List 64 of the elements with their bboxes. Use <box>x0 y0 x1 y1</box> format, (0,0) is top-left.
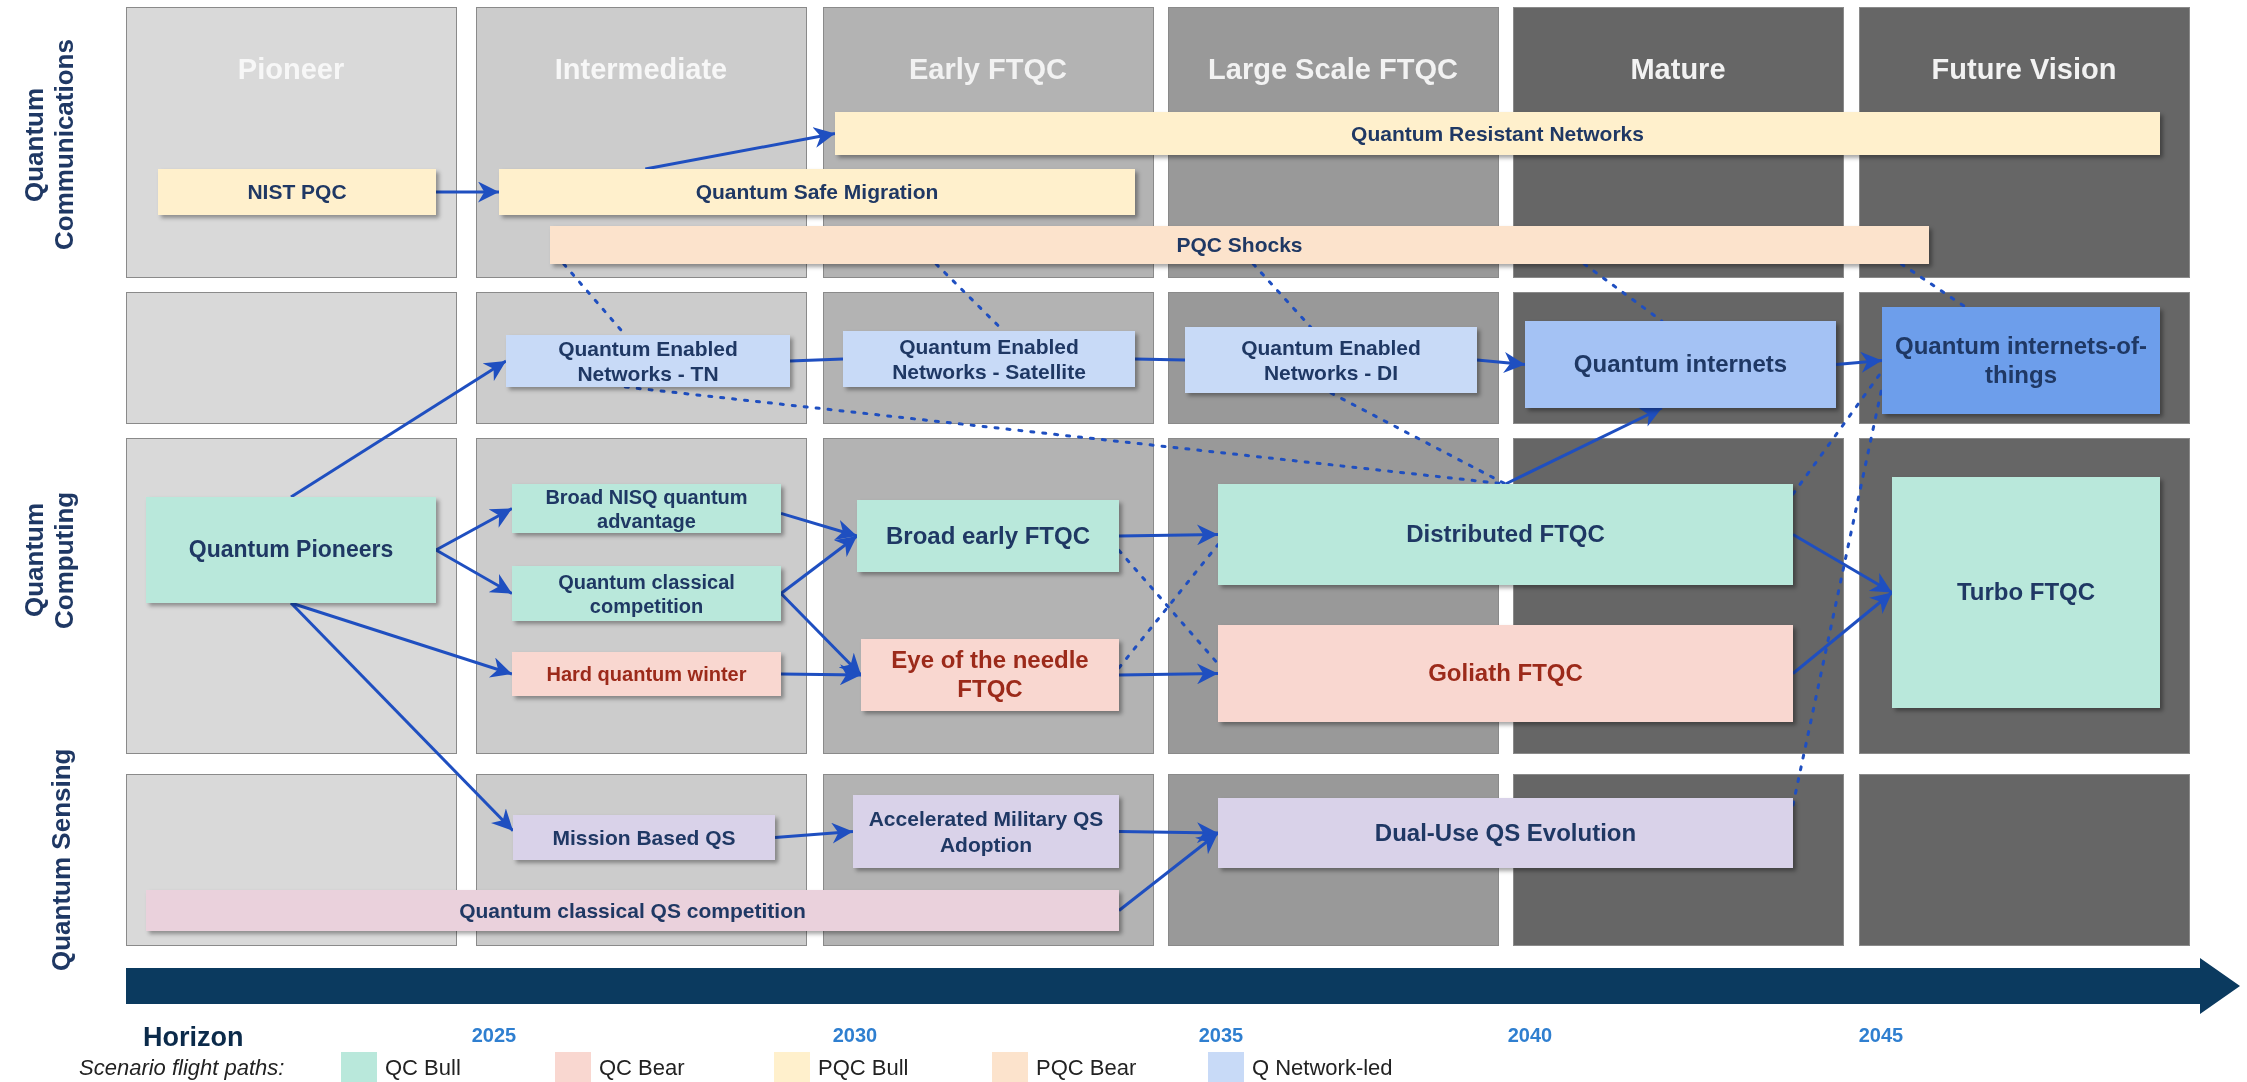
arrow <box>289 601 515 832</box>
scenario-box: Broad early FTQC <box>857 500 1119 572</box>
scenario-box: Quantum Safe Migration <box>499 169 1135 215</box>
column-header: Large Scale FTQC <box>1208 52 1458 86</box>
scenario-box: Accelerated Military QS Adoption <box>853 795 1119 868</box>
scenario-box: Quantum classical competition <box>512 566 781 621</box>
arrow <box>1792 591 1893 675</box>
arrow <box>435 548 513 595</box>
scenario-box: Quantum internets <box>1525 321 1836 408</box>
column-header: Future Vision <box>1931 52 2117 86</box>
year-label: 2045 <box>1858 1024 1904 1047</box>
scenario-box: Eye of the needle FTQC <box>861 639 1119 711</box>
scenario-box: Quantum Enabled Networks - DI <box>1185 327 1477 393</box>
arrow <box>1792 533 1893 594</box>
arrow <box>290 359 507 499</box>
year-label: 2040 <box>1507 1024 1553 1047</box>
scenario-box: Quantum Enabled Networks - TN <box>506 335 790 387</box>
row-label: Quantum Sensing <box>47 747 77 974</box>
scenario-box: Turbo FTQC <box>1892 477 2160 708</box>
scenario-box: Quantum Pioneers <box>146 497 436 603</box>
legend-title: Scenario flight paths: <box>79 1055 285 1081</box>
arrow <box>1118 822 1219 844</box>
scenario-box: NIST PQC <box>158 169 436 215</box>
scenario-box: Goliath FTQC <box>1218 625 1793 722</box>
axis-title: Horizon <box>143 1022 244 1053</box>
arrow <box>1476 352 1526 373</box>
dotted-connector <box>1582 262 1664 323</box>
legend-label: PQC Bull <box>818 1055 909 1081</box>
scenario-box: Hard quantum winter <box>512 652 781 696</box>
scenario-box: Quantum classical QS competition <box>146 890 1119 931</box>
scenario-box: Quantum Resistant Networks <box>835 112 2160 155</box>
legend-label: QC Bear <box>599 1055 685 1081</box>
legend-label: Q Network-led <box>1252 1055 1393 1081</box>
arrow <box>435 507 513 552</box>
row-label: Quantum Communications <box>20 38 80 253</box>
arrow <box>1118 831 1219 912</box>
arrow <box>1118 663 1219 685</box>
connector-line <box>1134 357 1186 362</box>
scenario-box: Dual-Use QS Evolution <box>1218 798 1793 868</box>
arrow <box>780 534 858 595</box>
scenario-box: Quantum internets-of-things <box>1882 307 2160 414</box>
arrow <box>645 127 836 171</box>
scenario-box: Mission Based QS <box>513 815 775 860</box>
row-label: Quantum Computing <box>20 490 80 631</box>
scenario-box: Broad NISQ quantum advantage <box>512 484 781 533</box>
dotted-connector <box>1329 391 1507 486</box>
dotted-connector <box>1251 262 1313 329</box>
scenario-box: Quantum Enabled Networks - Satellite <box>843 331 1135 387</box>
column-header: Mature <box>1630 52 1726 86</box>
arrow <box>774 822 854 844</box>
arrow <box>780 664 862 686</box>
arrow <box>1835 351 1883 373</box>
legend-label: QC Bull <box>385 1055 461 1081</box>
year-label: 2030 <box>832 1024 878 1047</box>
year-label: 2035 <box>1198 1024 1244 1047</box>
connector-line <box>789 357 844 363</box>
year-label: 2025 <box>471 1024 517 1047</box>
column-header: Early FTQC <box>909 52 1067 86</box>
arrow <box>436 181 499 203</box>
scenario-box: Distributed FTQC <box>1218 484 1793 585</box>
scenario-box: PQC Shocks <box>550 226 1929 264</box>
legend-label: PQC Bear <box>1036 1055 1137 1081</box>
arrow <box>1118 524 1219 546</box>
arrow <box>1504 406 1663 486</box>
